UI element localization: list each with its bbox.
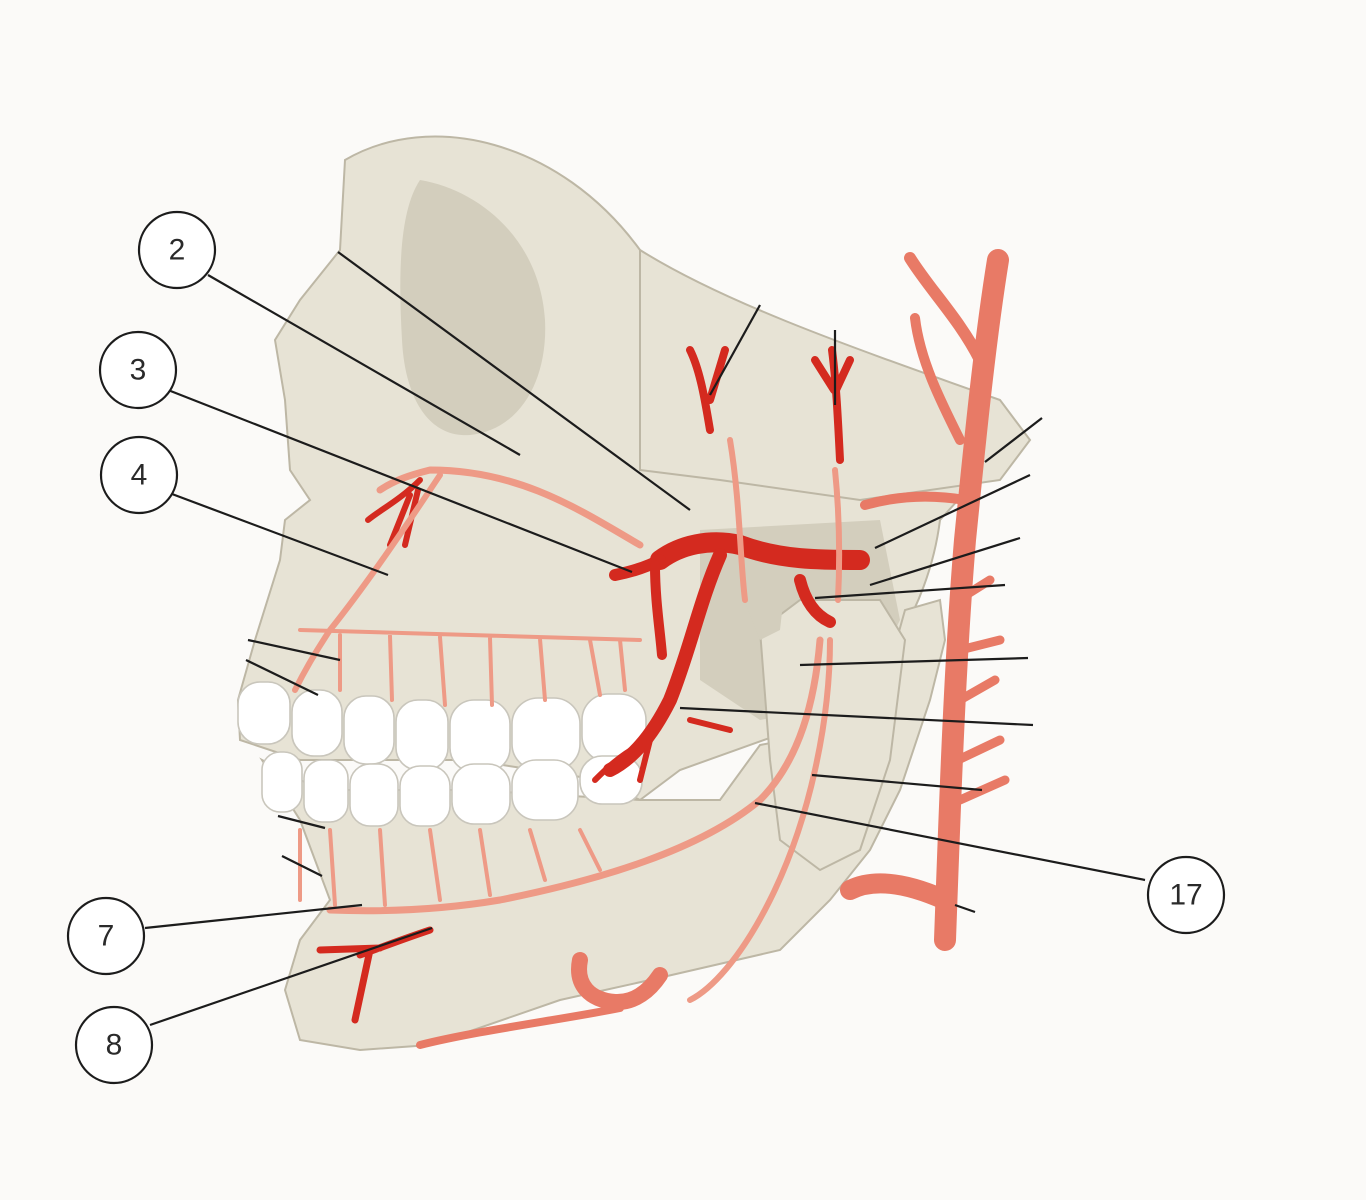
leader-right-3 xyxy=(869,536,1021,587)
leader-lower-incisor-2 xyxy=(281,855,323,877)
leader-7 xyxy=(144,903,363,930)
superficial-temporal-branch-2 xyxy=(910,313,965,445)
leader-3 xyxy=(167,388,633,574)
leader-right-7 xyxy=(811,773,983,792)
leader-lower-incisor xyxy=(277,814,326,830)
tooth-lower-3 xyxy=(349,763,399,827)
tooth-lower-1 xyxy=(261,751,303,813)
orbit xyxy=(400,180,546,436)
leader-right-2 xyxy=(874,474,1031,549)
callout-label-8: 8 xyxy=(106,1029,123,1062)
leader-2b xyxy=(337,251,691,511)
tooth-lower-6 xyxy=(511,759,579,821)
carotid-side-branch-1 xyxy=(953,575,1010,805)
leader-17 xyxy=(754,801,1146,882)
infraorbital-artery xyxy=(376,466,644,549)
maxillary-branch-posterior xyxy=(650,560,667,660)
facial-artery-loop xyxy=(571,952,668,1010)
submental-artery xyxy=(416,1004,624,1049)
tooth-lower-4 xyxy=(399,765,451,827)
leader-right-8 xyxy=(954,903,976,914)
callout-circle-7 xyxy=(66,896,146,976)
callout-circle-4 xyxy=(99,435,179,515)
external-carotid-artery xyxy=(934,249,1009,951)
tooth-upper-2 xyxy=(291,689,343,757)
callout-8: 8 xyxy=(74,1005,154,1085)
coronoid-notch xyxy=(740,585,785,640)
arteries xyxy=(292,249,1010,1049)
leader-right-6 xyxy=(679,706,1034,727)
deep-temporal-artery-2 xyxy=(811,346,854,464)
callout-circle-3 xyxy=(98,330,178,410)
facial-artery xyxy=(840,873,955,910)
callout-4: 4 xyxy=(99,435,179,515)
tooth-upper-3 xyxy=(343,695,395,765)
callout-label-3: 3 xyxy=(130,354,147,387)
callout-label-17: 17 xyxy=(1169,879,1202,912)
tooth-upper-4 xyxy=(395,699,449,771)
lower-teeth xyxy=(261,751,643,827)
callout-7: 7 xyxy=(66,896,146,976)
transverse-facial-artery xyxy=(860,491,970,510)
middle-temporal-vessels xyxy=(727,437,843,603)
tooth-lower-5 xyxy=(451,763,511,825)
buccal-branches xyxy=(592,717,733,783)
callout-3: 3 xyxy=(98,330,178,410)
middle-meningeal-root xyxy=(794,574,836,628)
leader-upper-incisor xyxy=(247,638,341,662)
leader-right-5 xyxy=(799,656,1029,667)
tooth-upper-5 xyxy=(449,699,511,773)
callout-label-7: 7 xyxy=(98,920,115,953)
tooth-lower-2 xyxy=(303,759,349,823)
maxillary-branch-descending xyxy=(603,548,727,777)
superior-alveolar-dental-branches xyxy=(298,628,642,707)
callout-17: 17 xyxy=(1146,855,1226,935)
anterior-superior-alveolar-artery xyxy=(292,472,443,693)
callout-label-2: 2 xyxy=(169,234,186,267)
leader-8 xyxy=(149,926,433,1027)
callout-2: 2 xyxy=(137,210,217,290)
mandible xyxy=(259,598,947,1052)
leader-upper-incisor-2 xyxy=(245,659,319,696)
tooth-upper-1 xyxy=(237,681,291,745)
leader-lines xyxy=(144,251,1146,1027)
leader-right-1 xyxy=(984,417,1043,463)
superficial-temporal-branch xyxy=(904,252,986,366)
leader-4 xyxy=(171,492,389,577)
leader-right-4 xyxy=(814,583,1006,600)
inferior-alveolar-artery xyxy=(326,636,824,915)
masseteric-artery xyxy=(687,637,833,1003)
callout-circle-8 xyxy=(74,1005,154,1085)
callout-circle-17 xyxy=(1146,855,1226,935)
callout-label-4: 4 xyxy=(131,459,148,492)
callout-circle-2 xyxy=(137,210,217,290)
leader-2a xyxy=(207,274,521,456)
leader-deep-temporal-1 xyxy=(709,304,761,396)
